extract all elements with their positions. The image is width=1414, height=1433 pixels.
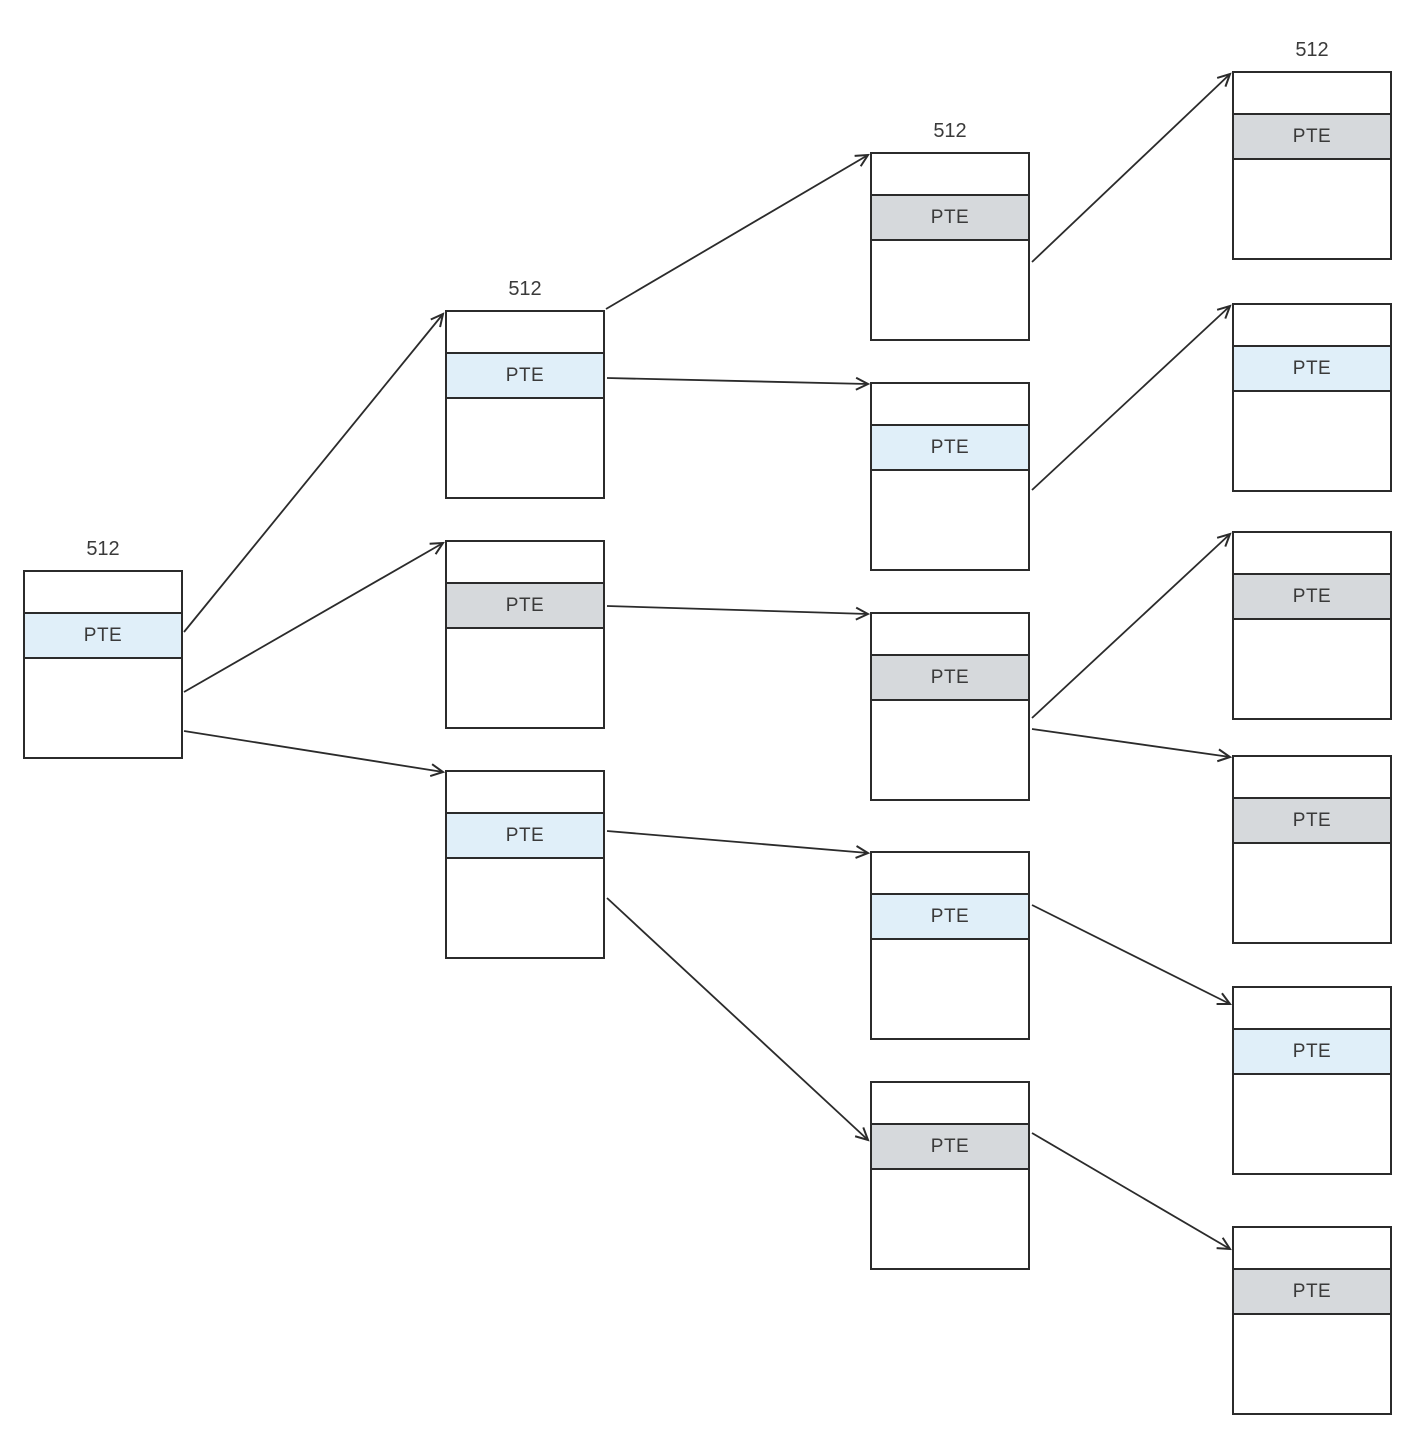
page-table-node-l2-1: PTE (445, 310, 605, 499)
page-table-node-l3-3: PTE (870, 612, 1030, 801)
pointer-arrow-l2-1-to-l3-1 (605, 155, 868, 310)
entry-count-label-l1-1: 512 (86, 538, 120, 560)
pte-entry-cell-l4-1: PTE (1234, 115, 1390, 160)
pointer-arrow-l2-1-to-l3-2 (606, 378, 868, 384)
pointer-arrow-l3-4-to-l4-5 (1031, 904, 1230, 1004)
entry-count-label-l3-1: 512 (933, 120, 967, 142)
empty-entry-cell (1234, 844, 1390, 942)
page-table-node-l4-1: PTE (1232, 71, 1392, 260)
pte-entry-cell-l3-3: PTE (872, 656, 1028, 701)
empty-entry-cell (1234, 620, 1390, 718)
page-table-node-l3-2: PTE (870, 382, 1030, 571)
pointer-arrow-l1-1-to-l2-3 (183, 730, 443, 772)
empty-entry-cell (1234, 73, 1390, 115)
pte-entry-cell-l3-4: PTE (872, 895, 1028, 940)
empty-entry-cell (1234, 1315, 1390, 1413)
empty-entry-cell (447, 312, 603, 354)
empty-entry-cell (1234, 757, 1390, 799)
pte-entry-cell-l1-1: PTE (25, 614, 181, 659)
pointer-arrow-l2-3-to-l3-4 (606, 830, 868, 853)
page-table-node-l3-5: PTE (870, 1081, 1030, 1270)
pte-entry-cell-l4-4: PTE (1234, 799, 1390, 844)
page-table-node-l4-5: PTE (1232, 986, 1392, 1175)
empty-entry-cell (872, 1083, 1028, 1125)
pointer-arrow-l3-3-to-l4-4 (1031, 728, 1230, 757)
page-table-node-l2-3: PTE (445, 770, 605, 959)
empty-entry-cell (872, 614, 1028, 656)
pte-entry-cell-l3-1: PTE (872, 196, 1028, 241)
empty-entry-cell (1234, 160, 1390, 258)
empty-entry-cell (447, 399, 603, 497)
pte-entry-cell-l4-2: PTE (1234, 347, 1390, 392)
empty-entry-cell (872, 241, 1028, 339)
page-table-node-l4-6: PTE (1232, 1226, 1392, 1415)
empty-entry-cell (872, 471, 1028, 569)
empty-entry-cell (1234, 1075, 1390, 1173)
pointer-arrow-l1-1-to-l2-2 (183, 543, 443, 693)
pointer-arrow-l2-3-to-l3-5 (606, 897, 868, 1140)
empty-entry-cell (25, 572, 181, 614)
entry-count-label-l2-1: 512 (508, 278, 542, 300)
empty-entry-cell (1234, 305, 1390, 347)
empty-entry-cell (872, 701, 1028, 799)
pte-entry-cell-l3-5: PTE (872, 1125, 1028, 1170)
empty-entry-cell (872, 1170, 1028, 1268)
pte-entry-cell-l4-6: PTE (1234, 1270, 1390, 1315)
page-table-node-l4-4: PTE (1232, 755, 1392, 944)
empty-entry-cell (447, 629, 603, 727)
empty-entry-cell (447, 772, 603, 814)
pointer-arrow-l3-3-to-l4-3 (1031, 534, 1230, 719)
pte-entry-cell-l2-3: PTE (447, 814, 603, 859)
empty-entry-cell (1234, 988, 1390, 1030)
empty-entry-cell (872, 853, 1028, 895)
empty-entry-cell (872, 940, 1028, 1038)
pointer-arrow-l3-5-to-l4-6 (1031, 1132, 1230, 1249)
empty-entry-cell (25, 659, 181, 757)
pte-entry-cell-l3-2: PTE (872, 426, 1028, 471)
empty-entry-cell (872, 154, 1028, 196)
pointer-arrow-l1-1-to-l2-1 (183, 314, 443, 633)
pointer-arrow-l3-1-to-l4-1 (1031, 74, 1230, 263)
page-table-node-l2-2: PTE (445, 540, 605, 729)
page-table-node-l4-2: PTE (1232, 303, 1392, 492)
empty-entry-cell (447, 859, 603, 957)
empty-entry-cell (1234, 392, 1390, 490)
pte-entry-cell-l4-5: PTE (1234, 1030, 1390, 1075)
empty-entry-cell (447, 542, 603, 584)
pte-entry-cell-l4-3: PTE (1234, 575, 1390, 620)
page-table-node-l4-3: PTE (1232, 531, 1392, 720)
empty-entry-cell (872, 384, 1028, 426)
entry-count-label-l4-1: 512 (1295, 39, 1329, 61)
pointer-arrow-l2-2-to-l3-3 (606, 605, 868, 614)
pointer-arrow-l3-2-to-l4-2 (1031, 306, 1230, 491)
page-table-node-l3-4: PTE (870, 851, 1030, 1040)
pte-entry-cell-l2-1: PTE (447, 354, 603, 399)
page-table-node-l1-1: PTE (23, 570, 183, 759)
empty-entry-cell (1234, 533, 1390, 575)
empty-entry-cell (1234, 1228, 1390, 1270)
page-table-node-l3-1: PTE (870, 152, 1030, 341)
pte-entry-cell-l2-2: PTE (447, 584, 603, 629)
